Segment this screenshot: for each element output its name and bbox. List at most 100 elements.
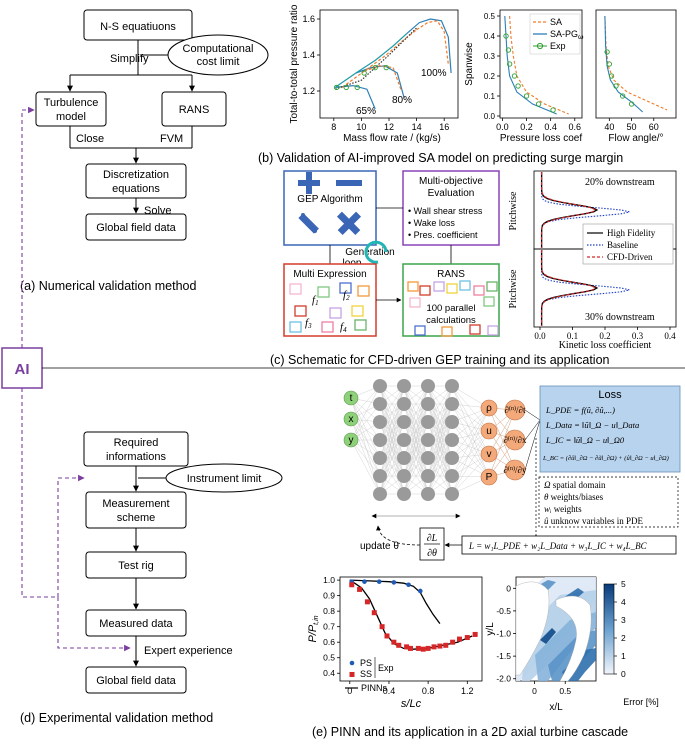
- turb-label-1: Turbulence: [44, 97, 99, 109]
- b3-exp-point: [613, 83, 619, 89]
- loss-box: [539, 385, 681, 473]
- input-node: [343, 390, 359, 406]
- expression-square: [339, 282, 352, 294]
- b-plot3-frame: [595, 9, 677, 119]
- b2-ytick-label: 0.5: [484, 12, 496, 21]
- e1-ytick-label: 0.9: [323, 591, 335, 601]
- f3-label: f3: [305, 317, 312, 330]
- c-cfd-curve: [540, 172, 597, 248]
- hidden-node: [397, 487, 411, 501]
- output-node: [480, 468, 498, 486]
- legend-exp: Exp: [378, 663, 394, 673]
- b2-xtick-label: 0.6: [569, 122, 582, 132]
- nn-edge: [427, 439, 453, 495]
- gen-loop-1: Generation: [345, 247, 394, 258]
- b-plot1-ylabel: Total-to-total pressure ratio: [289, 4, 300, 123]
- b1-ytick-label: 1.2: [302, 86, 315, 96]
- e-input-labels: t x y: [349, 393, 354, 446]
- nn-edge: [350, 439, 381, 495]
- legend-pinn: PINNs: [361, 683, 388, 693]
- expression-square: [357, 285, 370, 297]
- b1-sapg-100: [406, 18, 452, 74]
- nn-edge: [379, 385, 405, 441]
- e1-ytick-label: 0.6: [323, 637, 335, 647]
- e2-ytick-label: -2.0: [496, 674, 511, 684]
- c-cfd-curve: [540, 250, 597, 326]
- nn-edge: [403, 457, 429, 495]
- e1-ytick-label: 0.8: [323, 606, 335, 616]
- b1-xtick-label: 8: [331, 122, 336, 132]
- gep-box: [283, 170, 377, 246]
- rans-square: [486, 281, 498, 292]
- output-u: u: [486, 426, 492, 437]
- global-d-label: Global field data: [96, 675, 176, 687]
- e-error-field: [515, 577, 596, 682]
- panel-d: Required informations Instrument limit M…: [20, 431, 283, 725]
- nn-edge: [451, 403, 490, 455]
- symbol-legend-box: [538, 476, 679, 528]
- ps-point: [376, 579, 382, 584]
- b3-exp-point: [620, 93, 626, 99]
- f2-label: f2: [343, 289, 350, 302]
- b-legend-sapg: SA-PGω: [550, 29, 584, 41]
- bullet-3: • Pres. coefficient: [408, 230, 478, 240]
- hidden-node: [373, 469, 387, 483]
- nn-edge: [350, 418, 381, 477]
- nn-edge: [427, 385, 453, 459]
- nn-edge: [451, 407, 490, 459]
- caption-a: (a) Numerical validation method: [20, 279, 197, 293]
- b1-exp-point: [361, 70, 367, 76]
- multi-exp-box: [283, 263, 377, 337]
- hidden-node: [421, 415, 435, 429]
- e1-pinn-ss: [349, 579, 473, 650]
- bullet-2: • Wake loss: [408, 218, 455, 228]
- b1-ytick-label: 1.6: [302, 14, 315, 24]
- b2-ytick-label: 0.1: [484, 92, 496, 101]
- nn-edge: [451, 385, 490, 455]
- output-p: P: [486, 472, 493, 483]
- nn-edge: [427, 385, 453, 423]
- panel-e: Loss L_PDE = f(û, ∂û,...) L_Data = ‖ũ‖_Ω…: [307, 379, 681, 739]
- measured-label: Measured data: [99, 618, 173, 630]
- b1-xtick-label: 10: [356, 122, 366, 132]
- sym-w: wᵢ weights: [544, 504, 582, 514]
- expression-square: [294, 305, 307, 317]
- output-rho: ρ: [486, 403, 492, 414]
- ai-connector: AI: [1, 106, 685, 598]
- b2-ytick-label: 0.3: [484, 52, 496, 61]
- hidden-node: [397, 451, 411, 465]
- disc-label-1: Discretization: [103, 169, 169, 181]
- nn-edge: [451, 385, 490, 432]
- b2-exp-point: [505, 47, 512, 53]
- loss-line-4: L_BC = (∂û‖_∂Ω − ∂ũ‖_∂Ω) + (û‖_∂Ω − u‖_∂…: [542, 455, 669, 462]
- parallel-1: 100 parallel: [426, 303, 475, 314]
- hidden-node: [445, 433, 459, 447]
- expression-square: [289, 283, 302, 295]
- e-derivative-labels: ∂(n)/∂t ∂(n)/∂x ∂(n)/∂y: [504, 405, 527, 475]
- e-output-labels: ρ u v P: [486, 403, 493, 483]
- e2-ytick-label: -1.5: [496, 651, 511, 661]
- input-node: [343, 411, 359, 427]
- measurement-label-2: scheme: [117, 512, 156, 524]
- c-xtick-label: 0.3: [632, 331, 644, 341]
- cost-label-1: Computational: [183, 43, 254, 55]
- e-plot1-ylabel: P/Pt,in: [307, 615, 320, 642]
- cbar-tick-label: 1: [621, 651, 626, 661]
- e2-ytick-label: 0: [506, 583, 511, 593]
- b2-exp-point: [523, 93, 530, 99]
- deriv-y: ∂(n)/∂y: [504, 465, 527, 475]
- simplify-label: Simplify: [110, 53, 149, 65]
- b1-exp-point: [372, 64, 378, 71]
- hidden-node: [373, 487, 387, 501]
- ss-point: [371, 610, 377, 616]
- e1-pinn-ps: [349, 579, 441, 624]
- turb-box: [35, 91, 107, 127]
- loss-title: Loss: [598, 389, 622, 401]
- ss-point: [443, 642, 449, 648]
- b3-xtick-label: 60: [649, 122, 659, 132]
- nn-edge: [403, 385, 429, 459]
- hidden-node: [445, 469, 459, 483]
- disc-label-2: equations: [112, 183, 160, 195]
- e-plot1-frame: [339, 576, 483, 682]
